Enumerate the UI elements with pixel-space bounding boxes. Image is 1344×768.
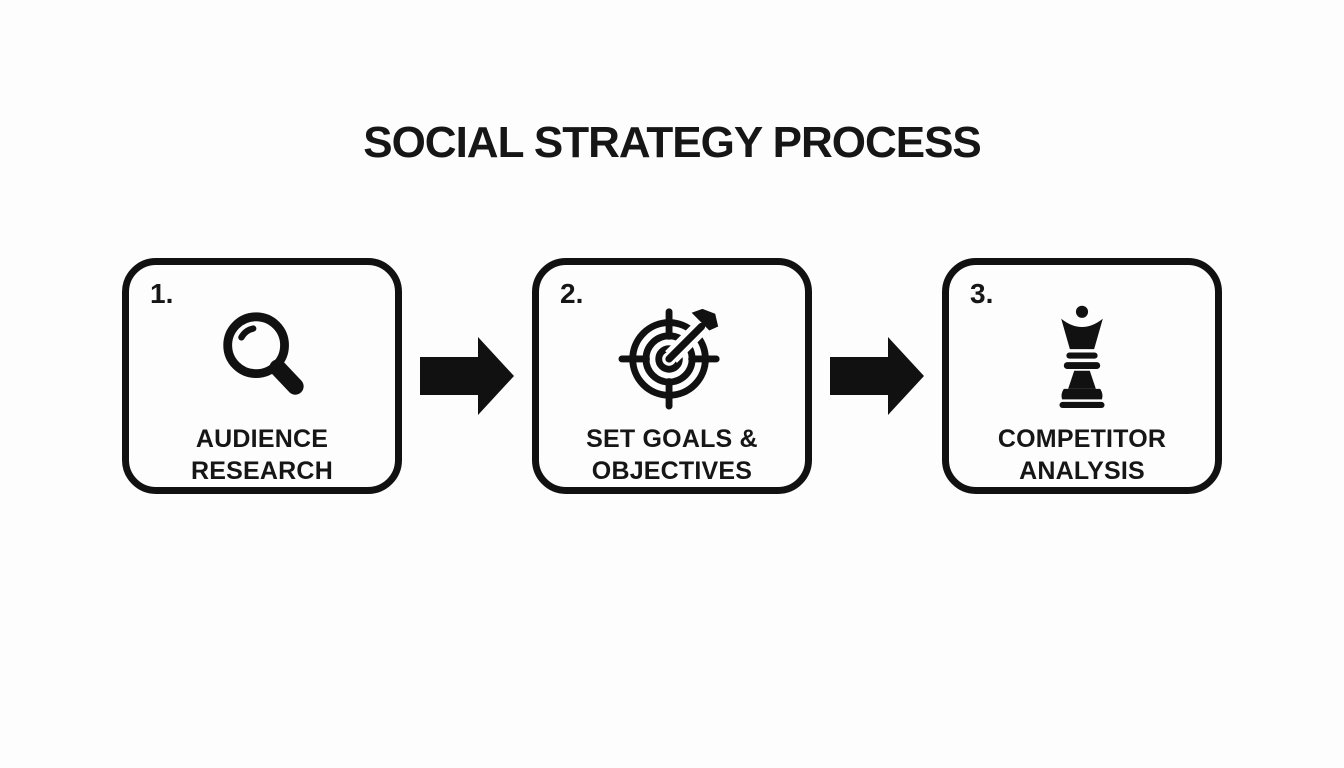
page-title: SOCIAL STRATEGY PROCESS [363, 118, 982, 167]
step-number: 2. [560, 278, 584, 309]
step-box-audience-research: 1. AUDIENCE RESEARCH [122, 258, 402, 494]
magnifier-search-icon [213, 289, 311, 423]
target-goal-icon [618, 289, 726, 423]
step-label: COMPETITOR ANALYSIS [997, 425, 1167, 485]
step-box-set-goals: 2. [532, 258, 812, 494]
step-box-competitor-analysis: 3. COMPETITOR ANALYSIS [942, 258, 1222, 494]
step-label: SET GOALS & OBJECTIVES [586, 425, 758, 485]
flow-connector [812, 258, 942, 494]
flow-connector [402, 258, 532, 494]
step-number: 3. [970, 278, 994, 309]
arrow-right-icon [420, 337, 514, 415]
chess-queen-icon [1051, 289, 1113, 423]
arrow-right-icon [830, 337, 924, 415]
step-number: 1. [150, 278, 174, 309]
step-label: AUDIENCE RESEARCH [191, 425, 333, 485]
process-flow: 1. AUDIENCE RESEARCH 2. [0, 258, 1344, 494]
